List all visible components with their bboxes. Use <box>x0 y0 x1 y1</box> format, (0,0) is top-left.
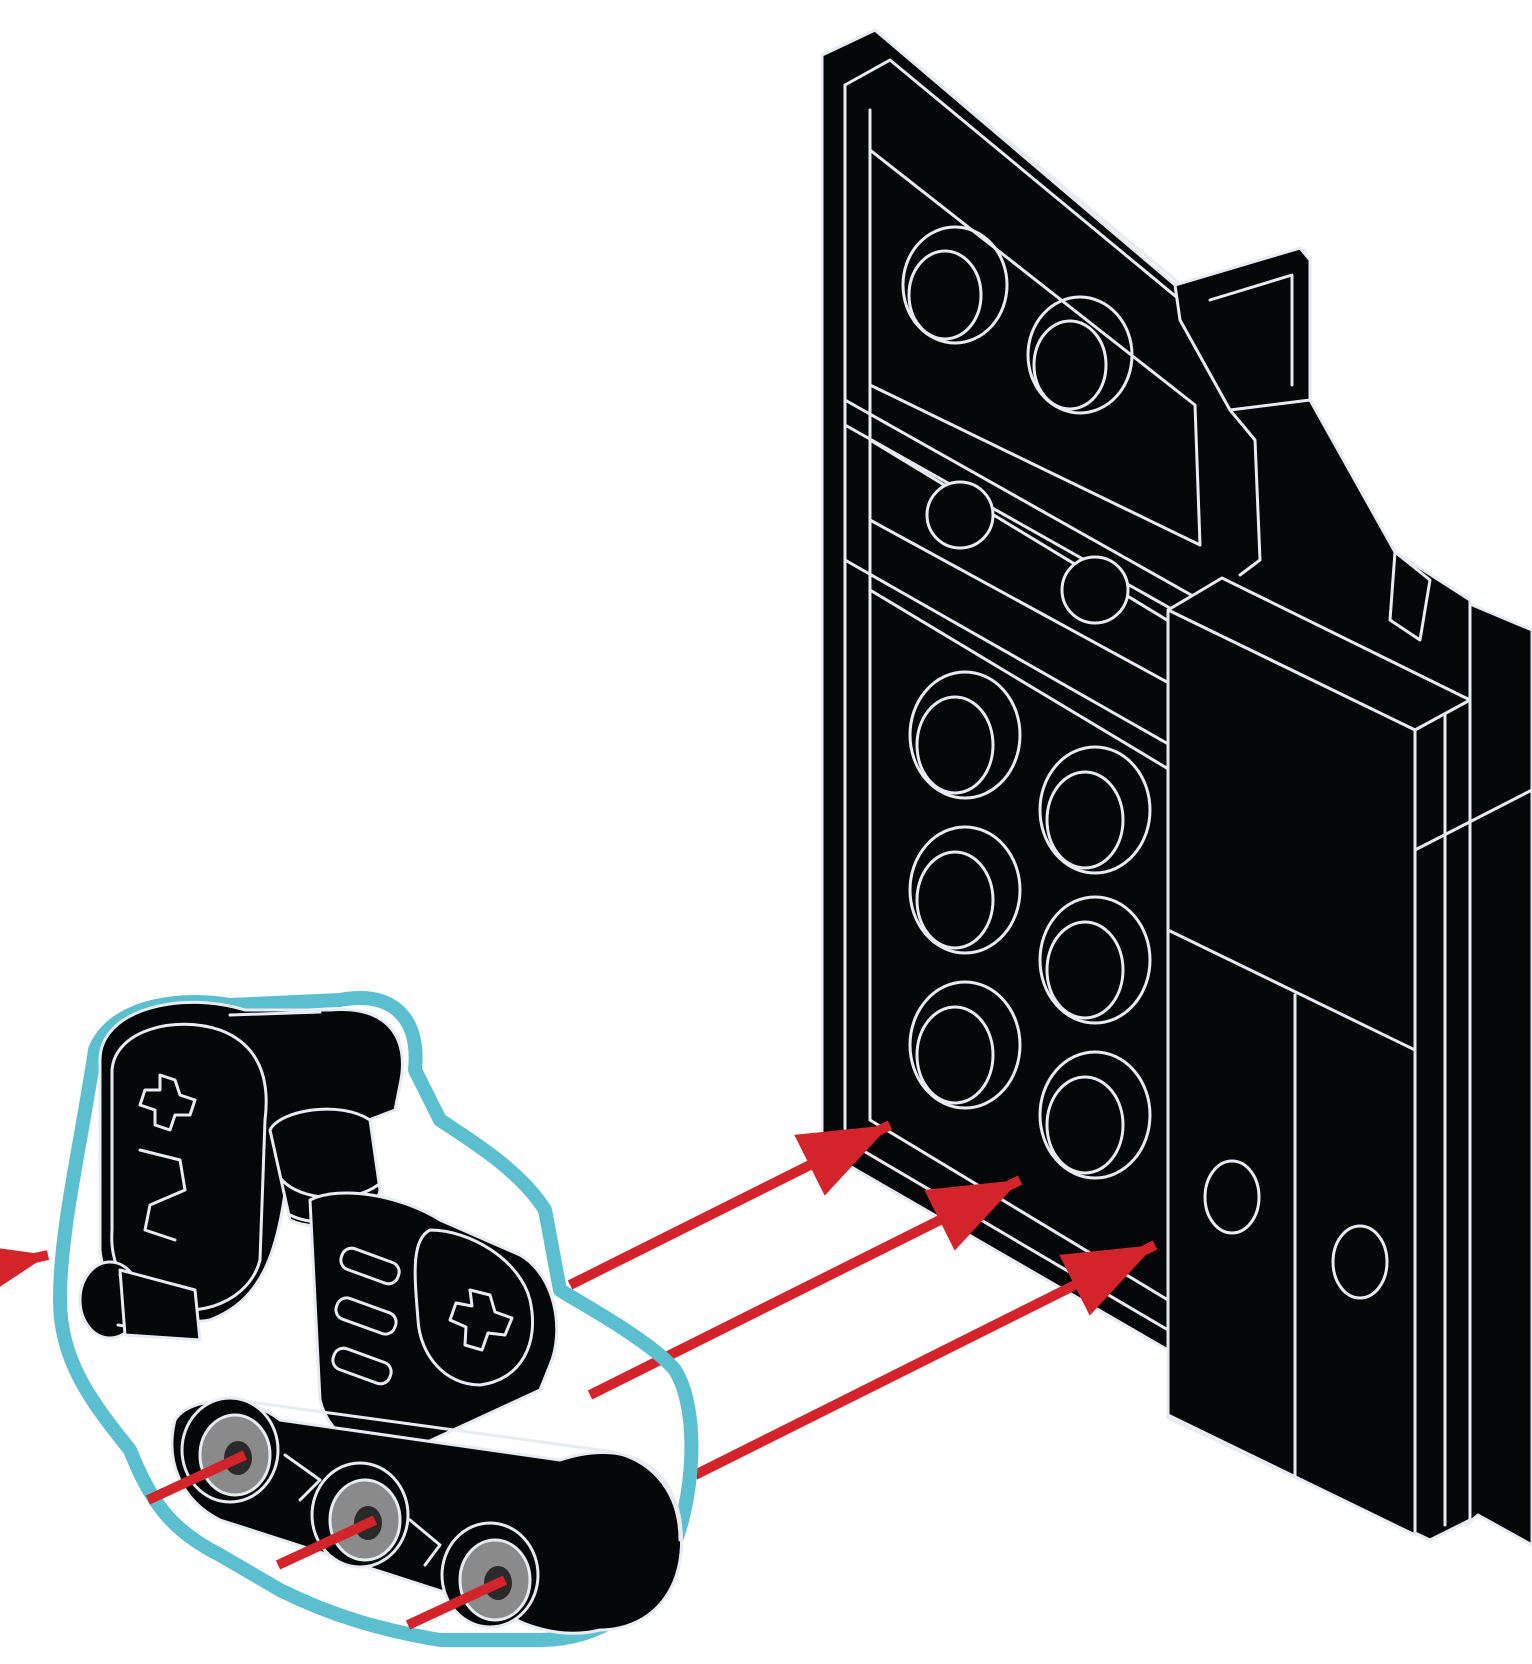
plate-with-holes <box>822 30 1532 1545</box>
arrow-3 <box>695 1245 1155 1475</box>
arrow-2 <box>590 1180 1020 1395</box>
tile-block-front <box>1168 610 1415 1535</box>
stud-1 <box>927 482 993 548</box>
arrow-left-edge <box>0 1242 48 1308</box>
arrow-1 <box>570 1125 890 1285</box>
pin-connector-assembly <box>60 998 691 1640</box>
plate-side-face <box>1466 604 1532 1545</box>
stud-2 <box>1062 557 1128 623</box>
cross-block <box>310 1193 557 1453</box>
